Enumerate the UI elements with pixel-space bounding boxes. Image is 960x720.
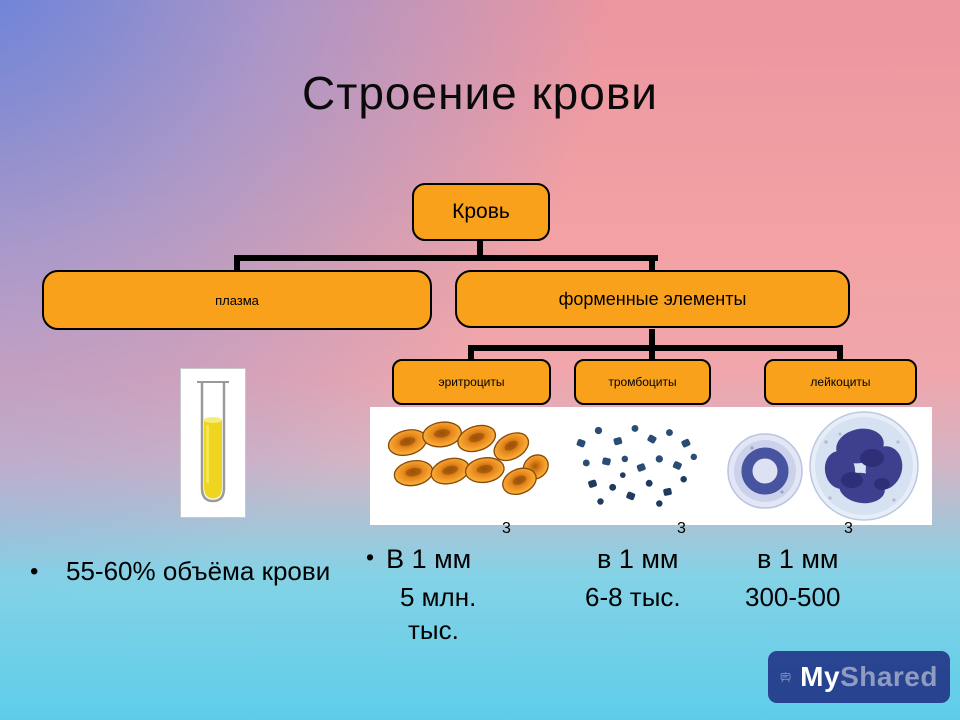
test-tube-image — [180, 368, 246, 518]
node-erythrocytes-label: эритроциты — [438, 375, 505, 389]
stat-count: 300-500 — [745, 582, 841, 612]
bullet-icon: • — [366, 544, 375, 570]
watermark-text: MyShared — [800, 661, 938, 693]
node-leukocytes-label: лейкоциты — [810, 375, 871, 389]
connector-formed-drop — [649, 255, 655, 272]
plasma-note: • 55-60% объёма крови — [30, 556, 330, 587]
connector-plasma-drop — [234, 255, 240, 272]
stat-unit-row: в 1 мм — [745, 544, 915, 575]
connector-leukocytes-drop — [837, 345, 843, 361]
cubic-mm-sup: 3 — [677, 520, 686, 537]
node-plasma: плазма — [42, 270, 432, 330]
myshared-watermark: MyShared — [768, 651, 950, 703]
leukocytes-image — [722, 408, 930, 524]
cubic-mm-sup: 3 — [844, 520, 853, 537]
node-formed-elements: форменные элементы — [455, 270, 850, 328]
flipchart-icon — [780, 672, 791, 683]
connector-level1-bar — [234, 255, 658, 261]
stat-unit-row: в 1 мм — [585, 544, 755, 575]
node-blood: Кровь — [412, 183, 550, 241]
stat-unit-text: в 1 мм — [757, 544, 839, 574]
stat-unit-row: • В 1 мм — [366, 544, 536, 575]
node-leukocytes: лейкоциты — [764, 359, 917, 405]
stat-count: 5 млн. — [400, 582, 477, 612]
plasma-note-text: 55-60% объёма крови — [66, 556, 331, 586]
node-blood-label: Кровь — [452, 200, 510, 223]
node-formed-elements-label: форменные элементы — [558, 288, 747, 309]
bullet-icon: • — [30, 557, 39, 585]
stat-unit-text: в 1 мм — [597, 544, 679, 574]
connector-blood-trunk — [477, 241, 483, 258]
stat-unit-text: В 1 мм — [386, 544, 472, 574]
connector-platelets-drop — [649, 345, 655, 361]
connector-level2-bar — [468, 345, 843, 351]
erythrocytes-image — [383, 414, 551, 516]
stat-leukocytes: 3 в 1 мм 300-500 — [745, 520, 915, 620]
stat-erythrocytes: 3 • В 1 мм 5 млн. тыс. — [366, 520, 536, 646]
stat-count-cont: тыс. — [408, 615, 459, 645]
cubic-mm-sup: 3 — [502, 520, 511, 537]
connector-erythrocytes-drop — [468, 345, 474, 361]
node-plasma-label: плазма — [215, 292, 259, 308]
node-platelets-label: тромбоциты — [608, 375, 677, 389]
platelets-image — [566, 414, 708, 516]
stat-count: 6-8 тыс. — [585, 582, 681, 612]
node-platelets: тромбоциты — [574, 359, 711, 405]
watermark-my: My — [800, 661, 841, 692]
node-erythrocytes: эритроциты — [392, 359, 551, 405]
page-title: Строение крови — [302, 67, 658, 119]
connector-formed-trunk — [649, 329, 655, 347]
watermark-shared: Shared — [840, 661, 938, 692]
stat-platelets: 3 в 1 мм 6-8 тыс. — [585, 520, 755, 620]
